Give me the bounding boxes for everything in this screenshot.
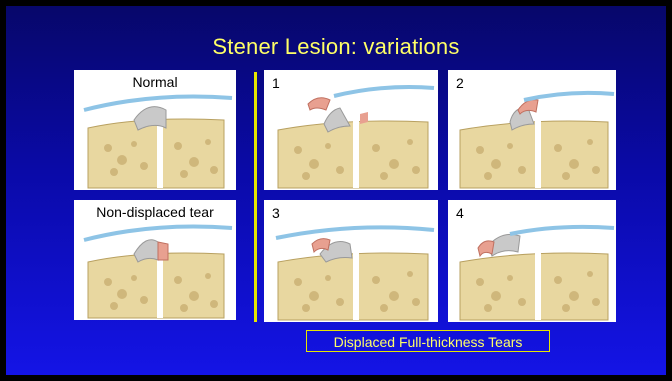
- panel-label-1: 1: [272, 75, 280, 91]
- panel-label-nondisplaced: Non-displaced tear: [74, 204, 236, 220]
- panel-variation-3: 3: [264, 200, 438, 322]
- panel-variation-1: 1: [264, 70, 438, 190]
- panel-label-normal: Normal: [74, 74, 236, 90]
- panel-label-3: 3: [272, 205, 280, 221]
- joint-illustration: [448, 70, 616, 190]
- panel-label-4: 4: [456, 205, 464, 221]
- joint-illustration: [264, 70, 438, 190]
- vertical-divider: [254, 72, 257, 322]
- panel-nondisplaced: Non-displaced tear: [74, 200, 236, 320]
- panel-variation-2: 2: [448, 70, 616, 190]
- panel-label-2: 2: [456, 75, 464, 91]
- joint-illustration: [448, 200, 616, 322]
- slide: Stener Lesion: variations Normal: [6, 6, 666, 375]
- panel-variation-4: 4: [448, 200, 616, 322]
- joint-illustration: [264, 200, 438, 322]
- slide-title: Stener Lesion: variations: [6, 34, 666, 60]
- caption-box: Displaced Full-thickness Tears: [306, 330, 550, 352]
- panel-normal: Normal: [74, 70, 236, 190]
